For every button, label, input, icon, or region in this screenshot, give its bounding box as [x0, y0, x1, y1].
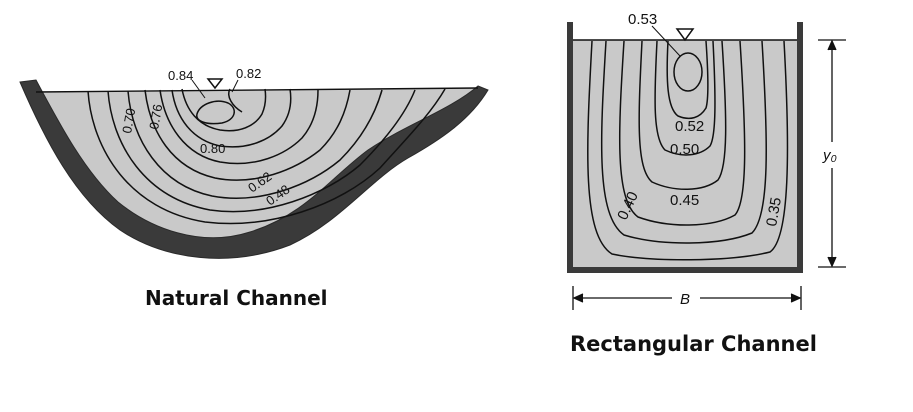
rectangular-channel-caption: Rectangular Channel [570, 332, 817, 356]
natural-contour-label: 0.70 [119, 107, 138, 135]
depth-dim-arrow-up [827, 39, 837, 51]
rect-contour-line [666, 40, 709, 120]
width-label: B [680, 291, 690, 308]
rect-core-contour [673, 52, 703, 92]
natural-leader-084 [191, 79, 206, 99]
rect-contour-label: 0.45 [670, 192, 699, 209]
depth-dim-arrow-down [827, 256, 837, 268]
natural-core-contour [196, 100, 235, 125]
natural-contour-line [171, 88, 292, 148]
natural-contour-line [159, 89, 319, 165]
rect-contour-line [600, 40, 768, 244]
rect-contour-label: 0.35 [763, 196, 785, 228]
natural-free-surface-symbol [206, 78, 224, 90]
rect-contour-label: 0.50 [670, 141, 699, 158]
width-dim-arrow-left [572, 293, 584, 303]
natural-contour-label: 0.80 [200, 141, 225, 156]
natural-channel-caption: Natural Channel [145, 286, 328, 310]
natural-contour-line [181, 88, 267, 132]
rect-contours [587, 40, 789, 261]
rect-contour-line [587, 40, 789, 261]
natural-channel-bed [19, 79, 489, 259]
natural-contour-label: 0.82 [236, 66, 261, 81]
natural-contour-line [228, 88, 243, 113]
natural-leader-082 [231, 79, 239, 93]
rect-leader-053 [651, 25, 681, 57]
rect-free-surface-symbol [675, 28, 695, 42]
rect-channel-left-wall [567, 22, 573, 273]
natural-contour-label: 0.76 [146, 103, 165, 131]
natural-contour-label: 0.84 [168, 68, 193, 83]
rect-contour-line [618, 40, 746, 226]
rect-contour-line [654, 40, 716, 156]
rect-contour-line [638, 40, 727, 190]
rect-contour-label: 0.52 [675, 118, 704, 135]
width-dim-arrow-right [790, 293, 802, 303]
rect-channel-right-wall [797, 22, 803, 273]
rectangular-channel-diagram: 0.53 0.52 0.50 0.45 0.40 0.35 y₀ B [567, 11, 846, 310]
depth-dimension [818, 39, 846, 268]
natural-contour-line [107, 89, 416, 213]
natural-contour-line [127, 89, 383, 199]
natural-contour-line [87, 88, 446, 225]
natural-contour-line [144, 89, 351, 181]
rect-channel-bottom [567, 267, 803, 273]
natural-contours [87, 88, 446, 225]
natural-channel-diagram: 0.84 0.82 0.80 0.76 0.70 0.62 0.48 [19, 66, 489, 259]
rect-channel-water [573, 40, 797, 267]
natural-water-surface [35, 87, 479, 93]
depth-label: y₀ [822, 147, 837, 164]
rect-contour-label: 0.53 [628, 11, 657, 28]
width-dimension [572, 286, 802, 310]
